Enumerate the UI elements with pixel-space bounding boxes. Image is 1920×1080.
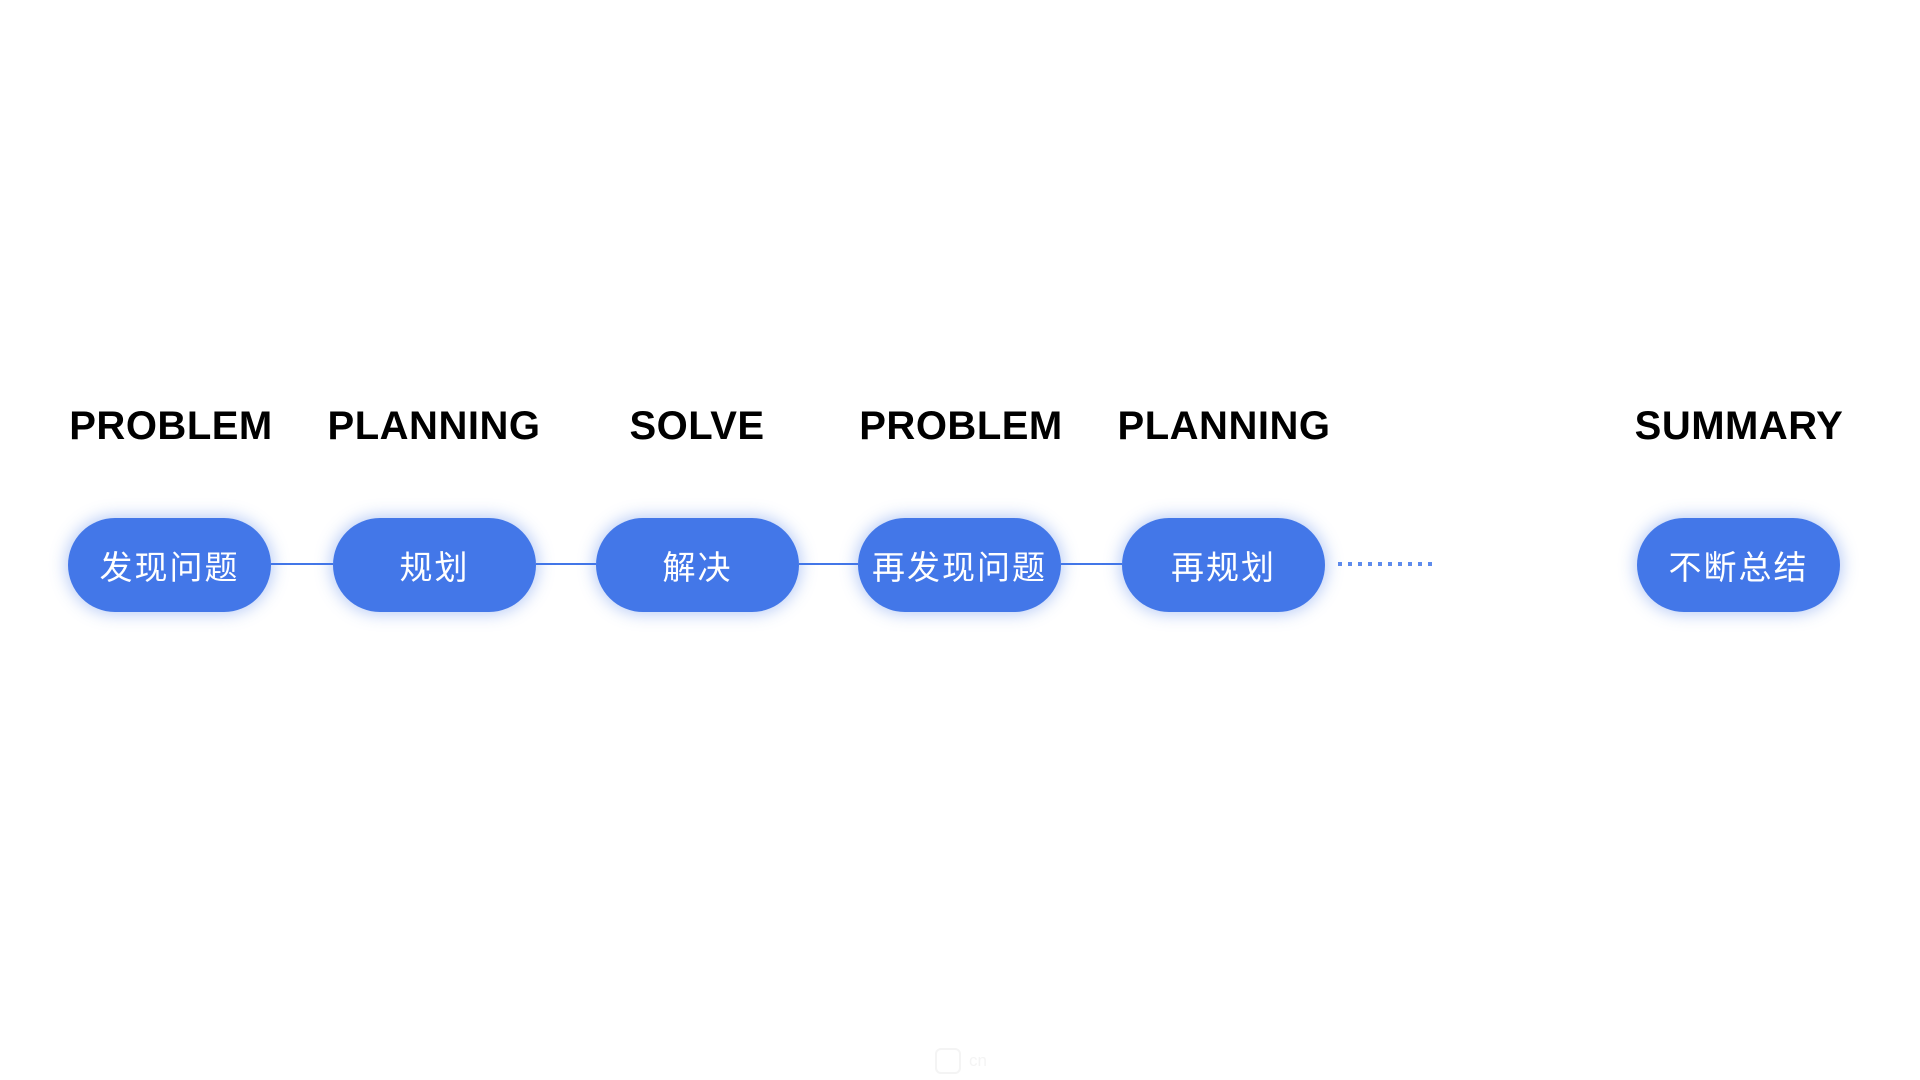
connector-line-4 (1061, 563, 1122, 565)
pill-node-solve[interactable]: 解决 (596, 518, 799, 612)
stage-label-summary: SUMMARY (1634, 404, 1844, 448)
pill-node-text: 再规划 (1171, 549, 1276, 586)
dotted-continuation-line (1338, 562, 1434, 566)
pill-node-continuous-summary[interactable]: 不断总结 (1637, 518, 1840, 612)
pill-node-text: 解决 (662, 549, 733, 586)
pill-node-rediscover-problem[interactable]: 再发现问题 (858, 518, 1061, 612)
stage-label-planning-1: PLANNING (327, 404, 541, 448)
stage-label-problem-1: PROBLEM (69, 404, 273, 448)
pill-node-text: 发现问题 (99, 549, 240, 586)
stage-label-planning-2: PLANNING (1117, 404, 1331, 448)
stage-label-problem-2: PROBLEM (859, 404, 1063, 448)
watermark: cn (935, 1048, 987, 1074)
pill-node-text: 再发现问题 (872, 549, 1047, 586)
pill-node-text: 规划 (399, 549, 470, 586)
stage-label-solve: SOLVE (629, 404, 765, 448)
watermark-logo-icon (935, 1048, 961, 1074)
pill-node-replanning[interactable]: 再规划 (1122, 518, 1325, 612)
pill-node-planning[interactable]: 规划 (333, 518, 536, 612)
pill-node-discover-problem[interactable]: 发现问题 (68, 518, 271, 612)
pill-node-text: 不断总结 (1668, 549, 1809, 586)
connector-line-1 (271, 563, 333, 565)
watermark-text: cn (969, 1051, 987, 1070)
connector-line-3 (799, 563, 858, 565)
connector-line-2 (536, 563, 596, 565)
